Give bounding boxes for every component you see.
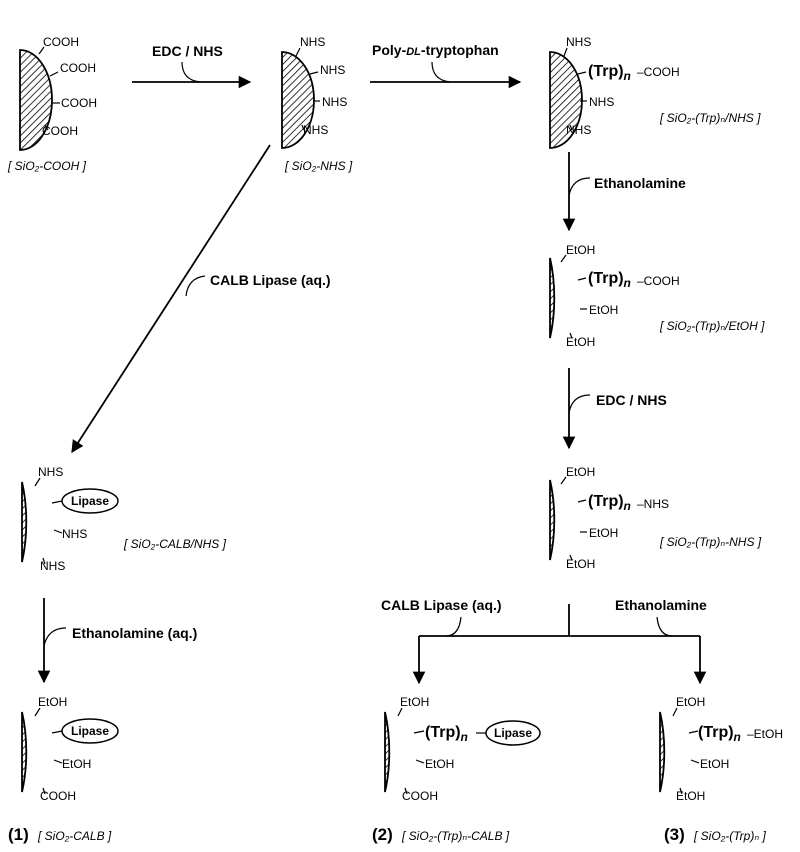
caption-sio2-calb-nhs: [ SiO₂-CALB/NHS ]	[123, 537, 227, 551]
cooh-tail: –COOH	[637, 65, 680, 79]
cooh-group: COOH	[42, 124, 78, 138]
nhs-group: NHS	[322, 95, 347, 109]
cooh-group: COOH	[40, 789, 76, 803]
reaction-arrow-edc-nhs-2: EDC / NHS	[562, 368, 667, 450]
reagent-label: Ethanolamine	[594, 175, 686, 191]
reagent-label: EDC / NHS	[152, 43, 223, 59]
caption-sio2-trp: [ SiO₂-(Trp)ₙ ]	[693, 829, 766, 843]
lipase-enzyme	[485, 720, 541, 746]
etoh-group: EtOH	[566, 465, 595, 479]
silica-particle	[21, 481, 28, 563]
particle-sio2-nhs: NHS NHS NHS NHS [ SiO₂-NHS ]	[281, 35, 353, 173]
reagent-label: Ethanolamine (aq.)	[72, 625, 197, 641]
reagent-label: Poly-DL-tryptophan	[372, 42, 499, 58]
product-sio2-trp-calb: EtOH (Trp)n Lipase EtOH COOH (2) [ SiO₂-…	[372, 695, 541, 844]
nhs-tail: –NHS	[637, 497, 669, 511]
etoh-group: EtOH	[38, 695, 67, 709]
product-number-3: (3)	[664, 825, 685, 844]
etoh-tail: –EtOH	[747, 727, 783, 741]
cooh-tail: –COOH	[637, 274, 680, 288]
caption-sio2-cooh: [ SiO₂-COOH ]	[7, 159, 87, 173]
trp-chain: (Trp)n	[588, 63, 631, 83]
etoh-group: EtOH	[425, 757, 454, 771]
silica-particle	[384, 711, 391, 793]
reaction-arrow-ethanolamine-aq: Ethanolamine (aq.)	[37, 598, 197, 684]
etoh-group: EtOH	[62, 757, 91, 771]
etoh-group: EtOH	[566, 335, 595, 349]
reaction-branch: CALB Lipase (aq.) Ethanolamine	[381, 597, 707, 685]
nhs-group: NHS	[303, 123, 328, 137]
reaction-arrow-calb-lipase: CALB Lipase (aq.)	[71, 144, 331, 454]
nhs-group: NHS	[320, 63, 345, 77]
particle-sio2-trp-nhs-2: EtOH (Trp)n –NHS EtOH EtOH [ SiO₂-(Trp)ₙ…	[549, 465, 762, 571]
lipase-label: Lipase	[71, 494, 109, 508]
reagent-label: EDC / NHS	[596, 392, 667, 408]
reaction-arrow-ethanolamine: Ethanolamine	[562, 152, 686, 232]
lipase-enzyme	[61, 488, 119, 514]
reagent-label: Ethanolamine	[615, 597, 707, 613]
trp-chain: (Trp)n	[588, 493, 631, 513]
silica-particle	[549, 479, 556, 561]
cooh-group: COOH	[402, 789, 438, 803]
lipase-label: Lipase	[494, 726, 532, 740]
particle-sio2-cooh: COOH COOH COOH COOH [ SiO₂-COOH ]	[7, 35, 97, 173]
silica-particle	[21, 711, 28, 793]
reaction-arrow-poly-trp: Poly-DL-tryptophan	[370, 42, 522, 89]
silica-particle	[281, 51, 315, 149]
trp-chain: (Trp)n	[588, 270, 631, 290]
caption-sio2-nhs: [ SiO₂-NHS ]	[284, 159, 353, 173]
nhs-group: NHS	[40, 559, 65, 573]
etoh-group: EtOH	[566, 557, 595, 571]
cooh-group: COOH	[61, 96, 97, 110]
etoh-group: EtOH	[676, 789, 705, 803]
nhs-group: NHS	[566, 35, 591, 49]
silica-particle	[549, 51, 583, 149]
silica-particle	[659, 711, 666, 793]
etoh-group: EtOH	[700, 757, 729, 771]
nhs-group: NHS	[589, 95, 614, 109]
nhs-group: NHS	[38, 465, 63, 479]
caption-sio2-trp-nhs-2: [ SiO₂-(Trp)ₙ-NHS ]	[659, 535, 762, 549]
particle-sio2-calb-nhs: NHS Lipase NHS NHS [ SiO₂-CALB/NHS ]	[21, 465, 227, 573]
reaction-arrow-edc-nhs: EDC / NHS	[132, 43, 252, 89]
etoh-group: EtOH	[589, 526, 618, 540]
trp-chain: (Trp)n	[425, 724, 468, 744]
trp-chain: (Trp)n	[698, 724, 741, 744]
particle-sio2-trp-etoh: EtOH (Trp)n –COOH EtOH EtOH [ SiO₂-(Trp)…	[549, 243, 765, 349]
etoh-group: EtOH	[400, 695, 429, 709]
caption-sio2-trp-calb: [ SiO₂-(Trp)ₙ-CALB ]	[401, 829, 510, 843]
lipase-enzyme	[61, 718, 119, 744]
etoh-group: EtOH	[676, 695, 705, 709]
cooh-group: COOH	[60, 61, 96, 75]
silica-particle	[19, 49, 53, 151]
nhs-group: NHS	[566, 123, 591, 137]
product-sio2-trp: EtOH (Trp)n –EtOH EtOH EtOH (3) [ SiO₂-(…	[659, 695, 783, 844]
caption-sio2-trp-etoh: [ SiO₂-(Trp)ₙ/EtOH ]	[659, 319, 765, 333]
silica-particle	[549, 257, 556, 339]
reagent-label: CALB Lipase (aq.)	[381, 597, 502, 613]
caption-sio2-calb: [ SiO₂-CALB ]	[37, 829, 112, 843]
reagent-label: CALB Lipase (aq.)	[210, 272, 331, 288]
product-number-2: (2)	[372, 825, 393, 844]
etoh-group: EtOH	[566, 243, 595, 257]
caption-sio2-trp-nhs: [ SiO₂-(Trp)ₙ/NHS ]	[659, 111, 761, 125]
nhs-group: NHS	[300, 35, 325, 49]
nhs-group: NHS	[62, 527, 87, 541]
lipase-label: Lipase	[71, 724, 109, 738]
etoh-group: EtOH	[589, 303, 618, 317]
product-number-1: (1)	[8, 825, 29, 844]
cooh-group: COOH	[43, 35, 79, 49]
particle-sio2-trp-nhs: NHS (Trp)n –COOH NHS NHS [ SiO₂-(Trp)ₙ/N…	[549, 35, 761, 149]
product-sio2-calb: EtOH Lipase EtOH COOH (1) [ SiO₂-CALB ]	[8, 695, 119, 844]
